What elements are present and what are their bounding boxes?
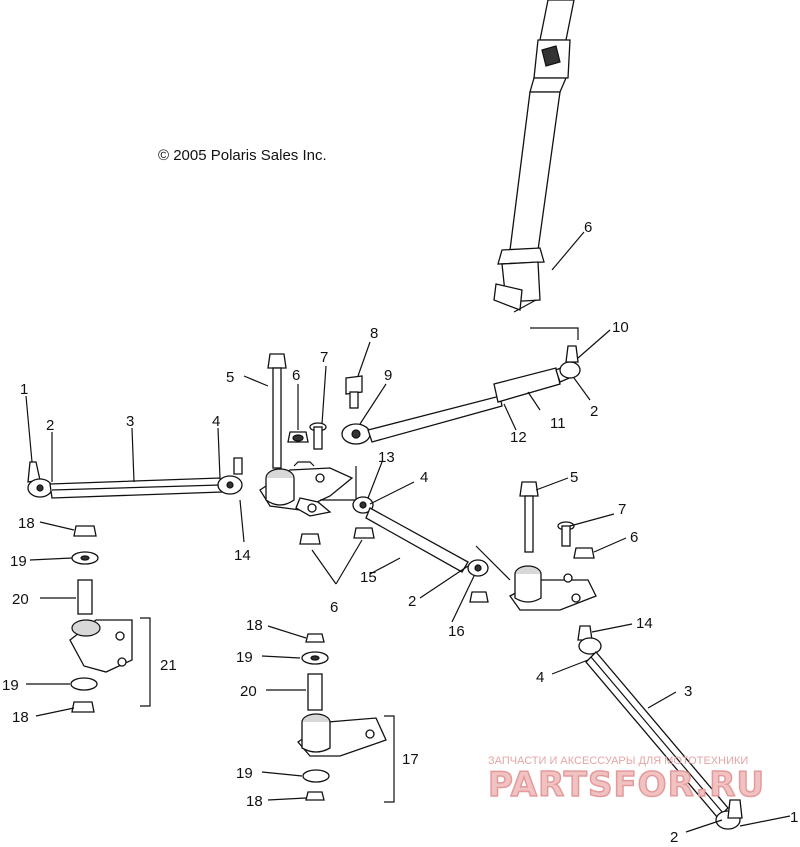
- callout-18-d: 18: [246, 793, 263, 810]
- nut-6-right: [573, 547, 595, 559]
- callout-9: 9: [384, 367, 392, 384]
- kit-17: [297, 633, 395, 803]
- bolt-7-right: [557, 521, 575, 547]
- leader-lines: [25, 231, 791, 833]
- watermark-tagline: ЗАПЧАСТИ И АКСЕССУАРЫ ДЛЯ МОТОТЕХНИКИ: [488, 755, 748, 767]
- callout-4-mid: 4: [420, 469, 428, 486]
- callout-7-right: 7: [618, 501, 626, 518]
- callout-3-left: 3: [126, 413, 134, 430]
- bolt-8: [345, 375, 363, 409]
- left-tie-rod: [27, 457, 243, 499]
- callout-2-upper: 2: [590, 403, 598, 420]
- callout-6-top: 6: [292, 367, 300, 384]
- callout-21: 21: [160, 657, 177, 674]
- steering-column: [493, 0, 579, 340]
- callout-2-mid: 2: [408, 593, 416, 610]
- center-idler-arm: [259, 461, 357, 517]
- copyright-text: © 2005 Polaris Sales Inc.: [158, 147, 327, 164]
- center-tie-rod: [352, 496, 489, 603]
- callout-19-a: 19: [10, 553, 27, 570]
- callout-7-top: 7: [320, 349, 328, 366]
- callout-4-right: 4: [536, 669, 544, 686]
- callout-17: 17: [402, 751, 419, 768]
- callout-6-bottom: 6: [330, 599, 338, 616]
- callout-6-column: 6: [584, 219, 592, 236]
- nuts-6-bottom: [299, 527, 375, 585]
- bolt-7-top: [309, 422, 327, 450]
- nut-6-top: [287, 431, 309, 443]
- callout-5-right: 5: [570, 469, 578, 486]
- callout-8: 8: [370, 325, 378, 342]
- callout-14-right: 14: [636, 615, 653, 632]
- callout-1-bottom: 1: [790, 809, 798, 826]
- callout-10: 10: [612, 319, 629, 336]
- callout-20-a: 20: [12, 591, 29, 608]
- kit-21: [69, 525, 151, 713]
- callout-12: 12: [510, 429, 527, 446]
- callout-2-bottom: 2: [670, 829, 678, 846]
- callout-5-top: 5: [226, 369, 234, 386]
- right-tie-rod: [577, 625, 743, 830]
- watermark-logo: PARTSFOR.RU: [488, 765, 765, 805]
- callout-18-a: 18: [18, 515, 35, 532]
- bolt-5-right: [519, 481, 539, 553]
- callout-20-c: 20: [240, 683, 257, 700]
- callout-6-right: 6: [630, 529, 638, 546]
- callout-19-d: 19: [236, 765, 253, 782]
- callout-13: 13: [378, 449, 395, 466]
- callout-18-b: 18: [12, 709, 29, 726]
- callout-3-right: 3: [684, 683, 692, 700]
- callout-14-left: 14: [234, 547, 251, 564]
- drag-link: [341, 345, 581, 445]
- callout-19-b: 19: [2, 677, 19, 694]
- bolt-5-top: [267, 353, 287, 469]
- callout-1-left: 1: [20, 381, 28, 398]
- callout-16: 16: [448, 623, 465, 640]
- callout-11: 11: [550, 415, 566, 432]
- callout-18-c: 18: [246, 617, 263, 634]
- callout-19-c: 19: [236, 649, 253, 666]
- callout-4-left: 4: [212, 413, 220, 430]
- right-idler-arm: [475, 545, 597, 611]
- callout-15: 15: [360, 569, 377, 586]
- callout-2-left: 2: [46, 417, 54, 434]
